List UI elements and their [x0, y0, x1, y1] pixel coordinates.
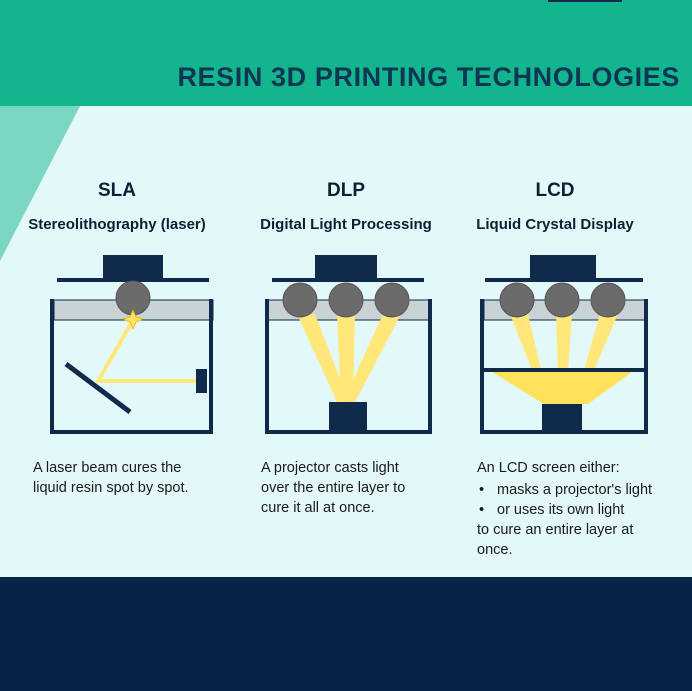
- lcd-diffused-light: [492, 372, 632, 404]
- sla-print-head: [103, 255, 163, 279]
- corner-accent-shape: [0, 106, 80, 261]
- sla-description-line: A laser beam cures the: [33, 460, 182, 476]
- lcd-bullet-item: • masks a projector's light: [477, 480, 652, 500]
- dlp-subtitle: Digital Light Processing: [260, 216, 432, 233]
- lcd-light-source: [499, 282, 535, 318]
- lcd-light-beam: [510, 314, 541, 370]
- dlp-description-line: A projector casts light: [261, 460, 399, 476]
- sla-laser-beam: [94, 319, 196, 383]
- dlp-heading: DLP: [327, 180, 365, 201]
- bullet-glyph: •: [479, 502, 485, 518]
- dlp-description-line: over the entire layer to: [261, 480, 406, 496]
- dlp-light-source: [374, 282, 410, 318]
- bullet-glyph: •: [479, 482, 485, 498]
- lcd-description-outro: to cure an entire layer at: [477, 522, 634, 538]
- lcd-bullet-text: masks a projector's light: [497, 482, 653, 498]
- lcd-description-intro: An LCD screen either:: [477, 460, 620, 476]
- sla-mirror: [64, 362, 132, 414]
- sla-laser-emitter: [196, 369, 207, 393]
- lcd-column: LCD Liquid Crystal Display: [440, 180, 670, 233]
- dlp-printer-diagram: [265, 255, 432, 434]
- sla-description: A laser beam cures the liquid resin spot…: [33, 458, 189, 498]
- lcd-light-beam: [556, 314, 572, 370]
- lcd-bullet-text: or uses its own light: [497, 502, 625, 518]
- dlp-light-beam: [343, 314, 401, 402]
- dlp-light-beam: [297, 314, 349, 402]
- header-band: [0, 0, 692, 106]
- lcd-print-head: [530, 255, 596, 279]
- dlp-build-plate: [272, 278, 424, 282]
- lcd-description-outro: once.: [477, 542, 513, 558]
- dlp-light-source: [282, 282, 318, 318]
- sla-description-line: liquid resin spot by spot.: [33, 480, 189, 496]
- sla-build-plate: [57, 278, 209, 282]
- dlp-light-source: [328, 282, 364, 318]
- sla-subtitle: Stereolithography (laser): [28, 216, 206, 233]
- lcd-build-plate: [485, 278, 643, 282]
- dlp-column: DLP Digital Light Processing: [231, 180, 461, 233]
- sla-column: SLA Stereolithography (laser): [2, 180, 232, 233]
- lcd-light-beam: [584, 314, 618, 370]
- lcd-screen: [484, 368, 646, 372]
- lcd-light-source: [544, 282, 580, 318]
- lcd-bullet-item: • or uses its own light: [477, 500, 652, 520]
- top-accent-bar: [548, 0, 622, 2]
- dlp-description: A projector casts light over the entire …: [261, 458, 405, 518]
- lcd-light-emitter: [542, 404, 582, 432]
- dlp-projector: [329, 402, 367, 432]
- dlp-print-head: [315, 255, 377, 279]
- lcd-bullet-list: • masks a projector's light • or uses its …: [477, 480, 652, 520]
- lcd-subtitle: Liquid Crystal Display: [476, 216, 634, 233]
- sla-printer-diagram: [50, 255, 214, 434]
- footer-band: [0, 577, 692, 691]
- dlp-description-line: cure it all at once.: [261, 500, 375, 516]
- sla-heading: SLA: [98, 180, 136, 201]
- lcd-light-source: [590, 282, 626, 318]
- page-title: RESIN 3D PRINTING TECHNOLOGIES: [177, 62, 680, 92]
- lcd-printer-diagram: [480, 255, 648, 434]
- lcd-heading: LCD: [535, 180, 575, 201]
- dlp-light-beam: [337, 314, 355, 402]
- sla-laser-spark: [121, 308, 145, 331]
- lcd-description: An LCD screen either: • masks a projector…: [477, 458, 652, 560]
- sla-vat: [50, 299, 213, 434]
